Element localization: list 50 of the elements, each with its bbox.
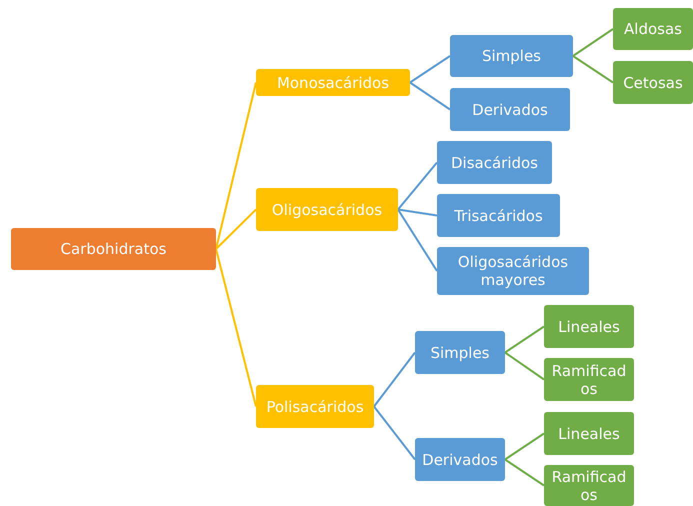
connector-line [504,432,545,460]
connector-line [373,406,416,460]
topic-label: Disacáridos [450,154,538,172]
topic-label: Ramificados [550,468,628,504]
topic-box [437,247,589,295]
connector-line [504,458,545,486]
topic-label: Cetosas [623,74,683,92]
connector-line [215,248,257,407]
connector-line [398,208,438,216]
topic-label: Simples [430,344,490,362]
topic-label: Monosacáridos [276,74,390,92]
topic-label: Simples [482,47,542,65]
topic-label: Trisacáridos [454,206,543,224]
topic-label: Aldosas [624,20,682,38]
topic-box [415,438,505,481]
connector-line [504,326,545,354]
topic-box [544,305,634,348]
topic-label: Oligosacáridos mayores [456,253,570,289]
topic-box [450,35,573,77]
topic-box [256,385,374,428]
topic-label: Oligosacáridos [272,200,382,218]
topic-box [544,465,634,506]
connector-line [215,208,257,250]
topic-box [613,8,693,50]
topic-box [613,61,693,104]
topic-box [256,188,398,231]
topic-label: Carbohidratos [60,240,166,258]
topic-label: Derivados [422,450,498,468]
topic-box [450,88,570,131]
topic-box [544,358,634,401]
topic-label: Polisacáridos [266,398,364,416]
connector-line [409,82,451,110]
connector-line [572,55,614,84]
topic-label: Derivados [472,100,548,118]
topic-box [11,228,216,270]
topic-box [437,194,560,237]
topic-label: Lineales [558,424,620,442]
topic-box [437,141,552,184]
connector-line [215,82,257,250]
connector-line [397,162,438,210]
topic-box [415,331,505,374]
topic-label: Ramificados [550,362,628,398]
connector-line [409,55,451,84]
connector-line [373,352,416,408]
connector-line [504,352,545,380]
connector-line [397,208,438,272]
topic-box [256,69,410,96]
topic-label: Lineales [558,318,620,336]
connector-line [572,28,614,57]
topic-box [544,412,634,455]
